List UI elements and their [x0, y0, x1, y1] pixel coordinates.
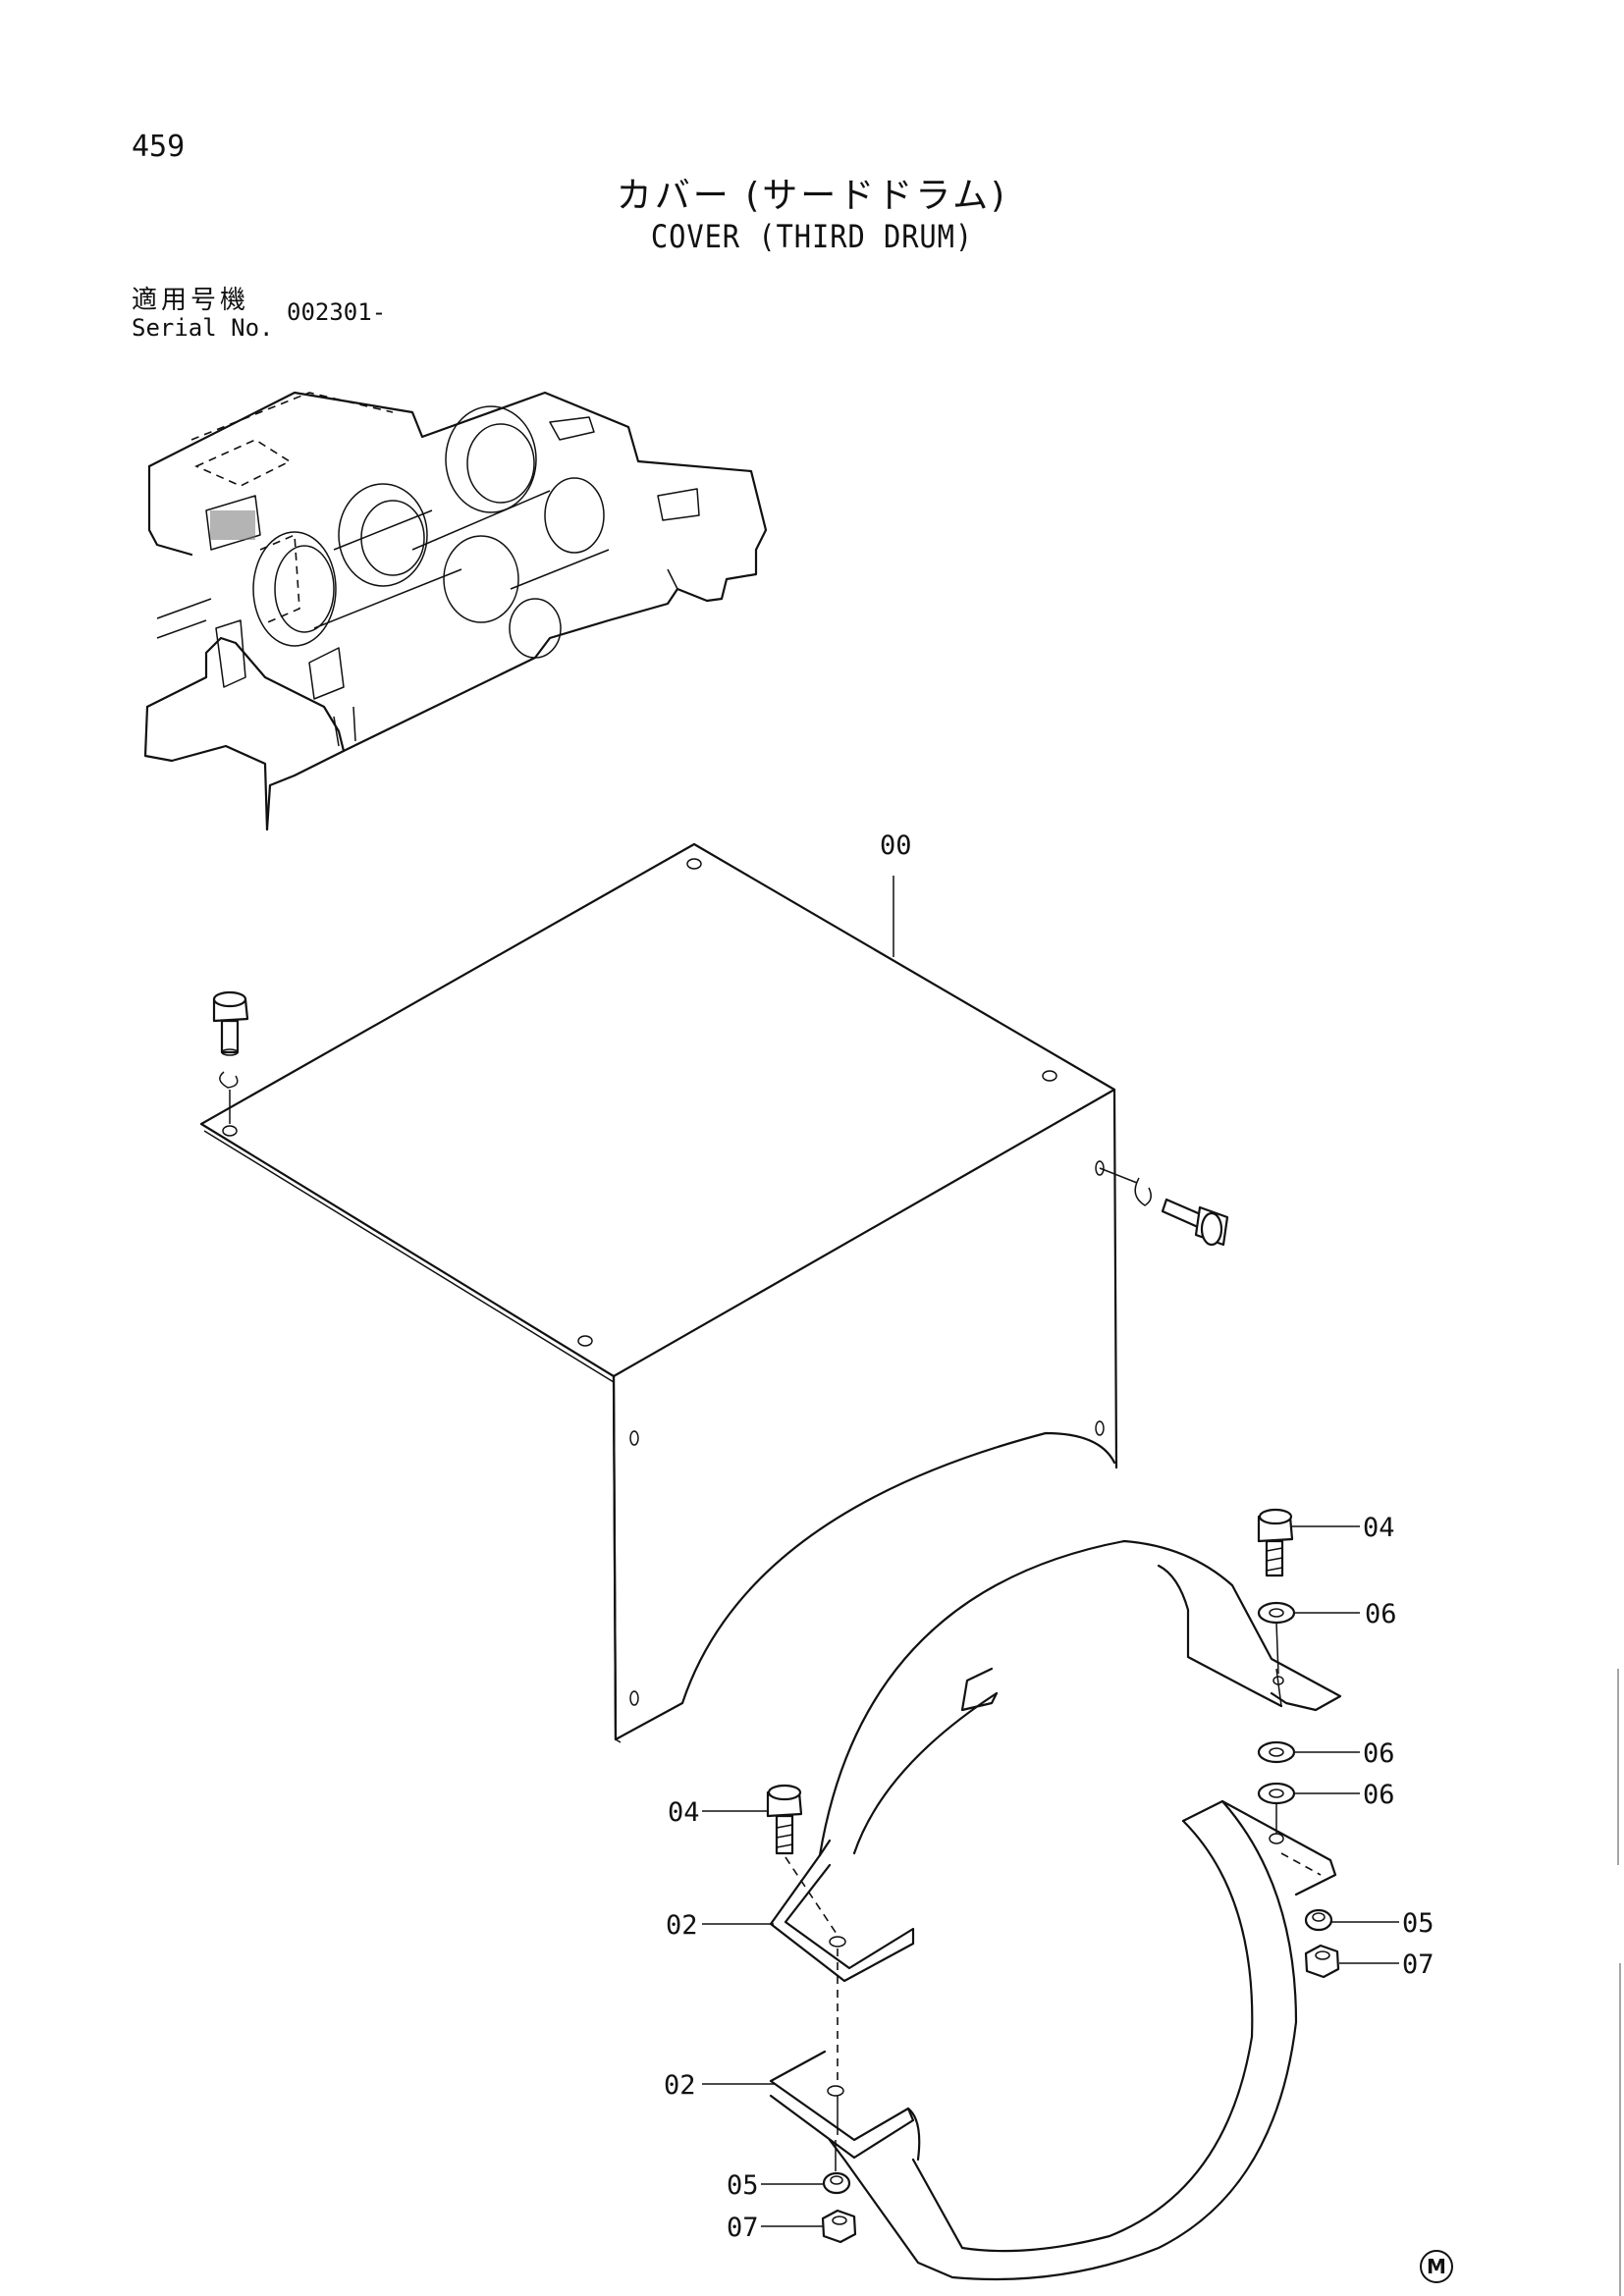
bolt-icon [766, 1784, 803, 1855]
callout-07-left: 07 [727, 2213, 759, 2243]
callout-02-upper: 02 [666, 1910, 698, 1941]
washer-icon [822, 2171, 851, 2195]
callout-05-left: 05 [727, 2170, 759, 2201]
callout-05-right: 05 [1402, 1908, 1435, 1939]
page-number: 459 [132, 130, 186, 164]
nut-icon [821, 2209, 857, 2244]
bolt-icon [1161, 1198, 1229, 1247]
washer-icon [1257, 1740, 1296, 1764]
serial-label-japanese: 適用号機 [132, 286, 250, 315]
callout-06-c: 06 [1363, 1780, 1395, 1810]
callout-06-b: 06 [1363, 1738, 1395, 1769]
washer-icon [1257, 1782, 1296, 1805]
callout-04-right: 04 [1363, 1513, 1395, 1543]
manufacturer-mark: M [1420, 2250, 1453, 2283]
bolt-icon [212, 990, 249, 1056]
callout-07-right: 07 [1402, 1949, 1435, 1980]
band-strap-icon [769, 1539, 1342, 2281]
shaded-block [210, 510, 255, 540]
title-japanese: カバー (サードドラム) [616, 176, 1008, 216]
washer-icon [1304, 1908, 1333, 1932]
nut-icon [1304, 1944, 1340, 1979]
callout-02-lower: 02 [664, 2070, 696, 2101]
washer-icon [1257, 1601, 1296, 1625]
serial-number-value: 002301- [287, 298, 387, 326]
lock-washer-icon [1134, 1177, 1152, 1206]
bolt-icon [1257, 1508, 1294, 1577]
drum-assembly-overview-icon [143, 391, 768, 831]
lock-washer-icon [219, 1071, 239, 1089]
cover-plate-icon [199, 842, 1118, 1743]
callout-06-a: 06 [1365, 1599, 1397, 1629]
callout-00: 00 [880, 830, 912, 861]
callout-04-left: 04 [668, 1797, 700, 1828]
title-english: COVER (THIRD DRUM) [650, 218, 974, 255]
serial-label-english: Serial No. [132, 314, 274, 342]
